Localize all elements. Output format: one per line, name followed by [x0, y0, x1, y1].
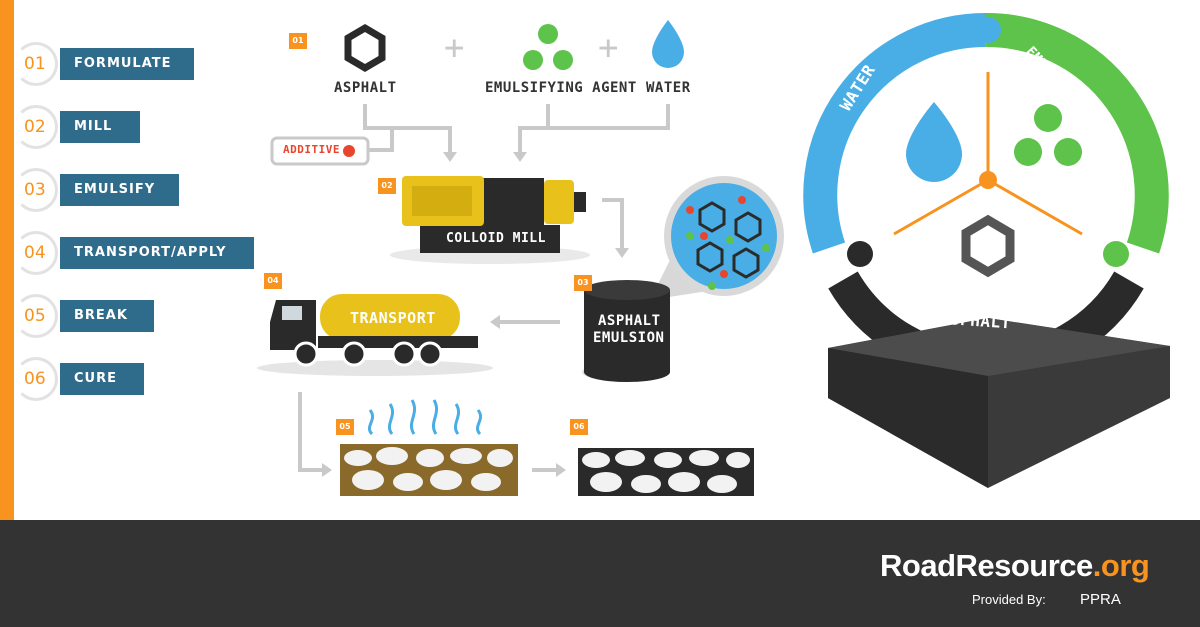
- break-pavement-graphic: [340, 399, 518, 496]
- step-break[interactable]: 05 BREAK: [14, 292, 244, 342]
- step-arc: [14, 105, 58, 149]
- step-label: CURE: [60, 363, 144, 395]
- footer-bar: [0, 520, 1200, 627]
- provided-by-text: Provided By:: [972, 592, 1046, 607]
- tanker-truck-graphic: [257, 294, 493, 376]
- additive-box: [270, 136, 370, 166]
- step-mill[interactable]: 02 MILL: [14, 103, 244, 153]
- step-arc: [14, 42, 58, 86]
- badge-02: 02: [378, 178, 396, 194]
- step-number: 06: [24, 369, 46, 389]
- badge-03: 03: [574, 275, 592, 291]
- plus-sign-2: +: [598, 28, 619, 68]
- asphalt-label: ASPHALT: [334, 80, 397, 96]
- step-emulsify[interactable]: 03 EMULSIFY: [14, 166, 244, 216]
- emulsifying-agent-icon: [523, 24, 573, 70]
- plus-sign-1: +: [444, 28, 465, 68]
- brand-wordmark[interactable]: RoadResource.org: [880, 548, 1150, 584]
- water-label: WATER: [646, 80, 691, 96]
- step-arc: [14, 294, 58, 338]
- step-arc: [14, 231, 58, 275]
- step-label: MILL: [60, 111, 140, 143]
- flow-connectors: [298, 104, 670, 472]
- badge-05: 05: [336, 419, 354, 435]
- colloid-mill-label: COLLOID MILL: [446, 231, 546, 246]
- asphalt-hex-icon: [344, 23, 386, 73]
- asphalt-slab-graphic: [828, 318, 1170, 488]
- badge-04: 04: [264, 273, 282, 289]
- brand-tld: .org: [1092, 548, 1150, 583]
- step-transport-apply[interactable]: 04 TRANSPORT/APPLY: [14, 229, 254, 279]
- step-number: 01: [24, 54, 46, 74]
- emulsion-barrel-graphic: [582, 280, 670, 382]
- water-drop-icon: [652, 20, 684, 68]
- badge-06: 06: [570, 419, 588, 435]
- ppra-wordmark[interactable]: PPRA: [1080, 591, 1121, 608]
- additive-dot: [343, 145, 355, 157]
- step-label: FORMULATE: [60, 48, 194, 80]
- emulsion-label-line2: EMULSION: [593, 330, 665, 346]
- additive-label: ADDITIVE: [283, 143, 340, 156]
- badge-01: 01: [289, 33, 307, 49]
- accent-stripe: [0, 0, 14, 627]
- step-number: 04: [24, 243, 46, 263]
- flow-arrowheads: [322, 152, 629, 477]
- transport-label: TRANSPORT: [350, 309, 436, 327]
- colloid-mill-graphic: [390, 176, 590, 264]
- step-arc: [14, 357, 58, 401]
- step-formulate[interactable]: 01 FORMULATE: [14, 40, 244, 90]
- brand-main: RoadResource: [880, 548, 1093, 583]
- step-label: BREAK: [60, 300, 154, 332]
- step-number: 02: [24, 117, 46, 137]
- emulsifying-agent-label: EMULSIFYING AGENT: [485, 80, 637, 96]
- cure-pavement-graphic: [578, 448, 754, 496]
- emulsion-zoom-graphic: [650, 176, 784, 300]
- step-label: EMULSIFY: [60, 174, 179, 206]
- step-arc: [14, 168, 58, 212]
- step-number: 03: [24, 180, 46, 200]
- emulsion-label-line1: ASPHALT: [598, 313, 661, 329]
- step-cure[interactable]: 06 CURE: [14, 355, 244, 405]
- step-label: TRANSPORT/APPLY: [60, 237, 254, 269]
- step-number: 05: [24, 306, 46, 326]
